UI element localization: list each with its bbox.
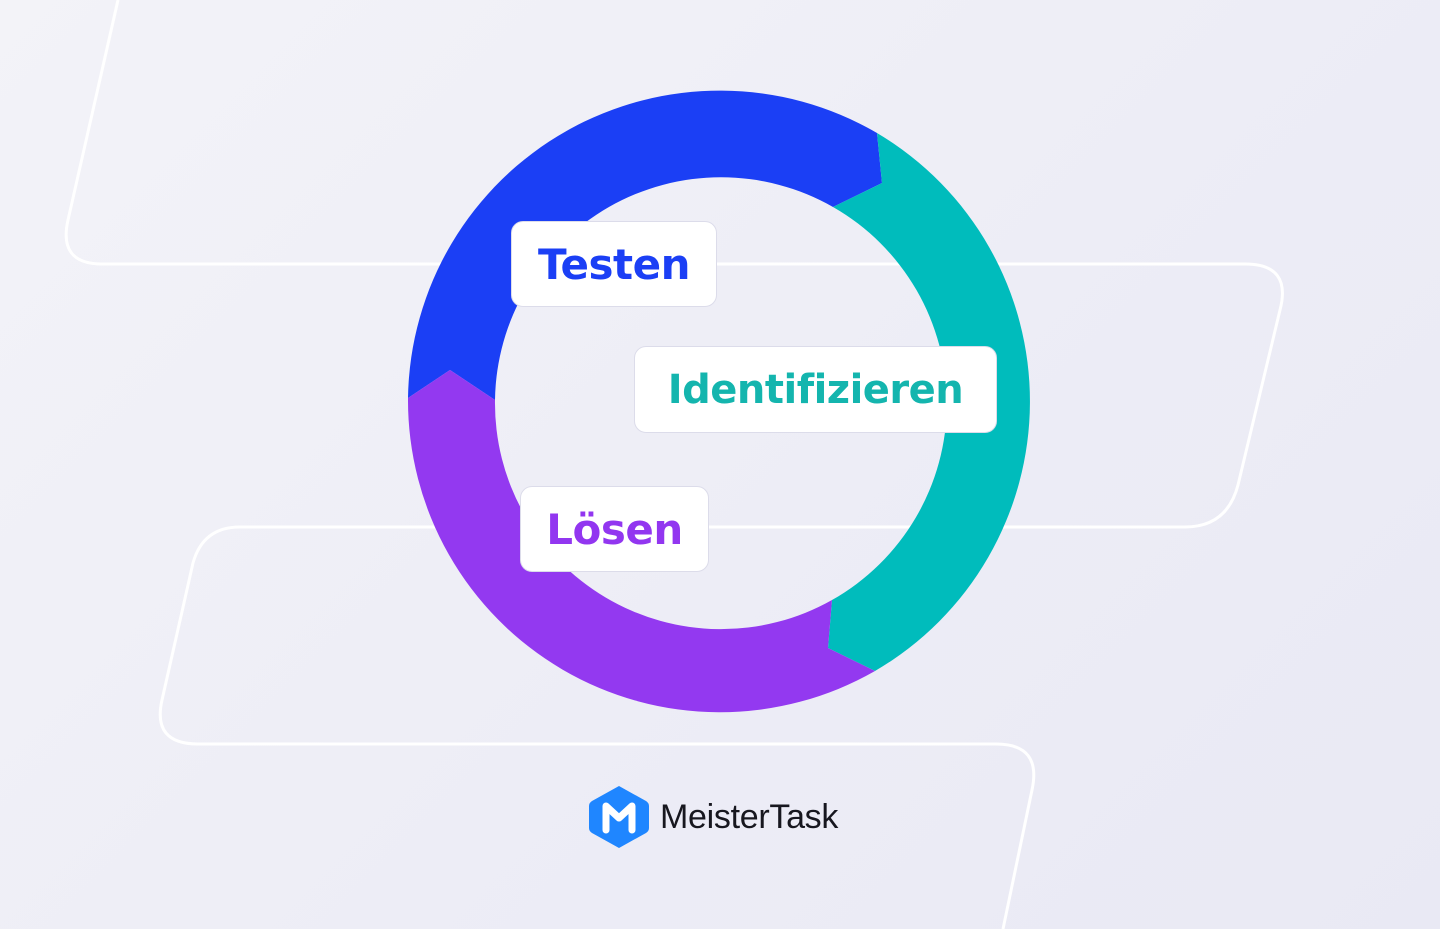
testen-segment: [408, 90, 882, 401]
identifizieren-label: Identifizieren: [634, 346, 997, 433]
loesen-label: Lösen: [520, 486, 709, 572]
loesen-segment: [407, 370, 875, 713]
brand-logo: MeisterTask: [588, 784, 838, 850]
brand-name: MeisterTask: [660, 797, 839, 836]
testen-label: Testen: [511, 221, 717, 307]
identifizieren-segment: [828, 133, 1030, 671]
meistertask-logo-icon: [589, 786, 649, 848]
